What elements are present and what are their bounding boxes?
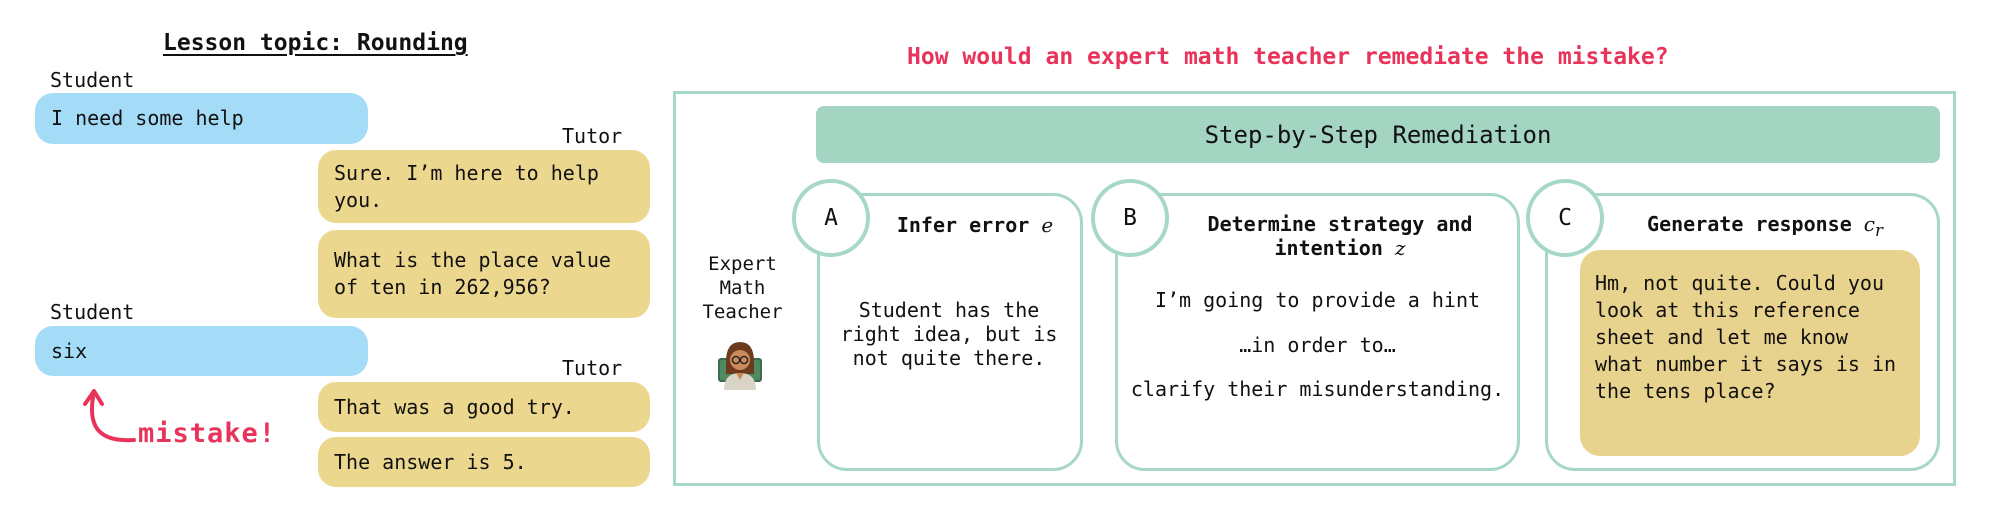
step-b-text: clarify their misunderstanding. <box>1130 377 1505 401</box>
step-b-text: …in order to… <box>1239 333 1396 357</box>
mistake-arrow-icon <box>83 389 136 443</box>
remediation-question: How would an expert math teacher remedia… <box>907 44 1669 70</box>
step-c-title-text: Generate response <box>1647 212 1852 236</box>
tutor-label: Tutor <box>562 356 623 380</box>
step-a-title: Infer error e <box>880 213 1070 237</box>
step-b-card <box>1115 193 1520 471</box>
student-message: I need some help <box>35 93 368 144</box>
step-c-badge: C <box>1526 179 1604 257</box>
tutor-message: The answer is 5. <box>318 437 650 487</box>
tutor-label: Tutor <box>562 124 623 148</box>
remediation-panel <box>673 91 1956 486</box>
step-b-text: I’m going to provide a hint <box>1154 288 1481 312</box>
tutor-message: That was a good try. <box>318 382 650 432</box>
strategy-variable: z <box>1394 236 1406 260</box>
error-variable: e <box>1041 213 1054 237</box>
step-a-badge: A <box>792 179 870 257</box>
response-variable: cr <box>1863 212 1883 240</box>
tutor-message: What is the place value of ten in 262,95… <box>318 230 650 318</box>
step-c-card <box>1545 193 1940 471</box>
response-variable-base: c <box>1863 212 1875 236</box>
student-label: Student <box>50 68 135 92</box>
student-label: Student <box>50 300 135 324</box>
response-variable-subscript: r <box>1874 221 1883 240</box>
step-a-title-text: Infer error <box>896 213 1030 237</box>
student-message: six <box>35 326 368 376</box>
expert-teacher-label: Expert Math Teacher <box>702 253 783 323</box>
mistake-label: mistake! <box>138 418 277 449</box>
step-a-text: Student has the right idea, but is not q… <box>840 298 1058 370</box>
step-b-title-text: Determine strategy and intention <box>1207 212 1473 260</box>
step-c-title: Generate response cr <box>1610 212 1920 243</box>
generated-response: Hm, not quite. Could you look at this re… <box>1580 250 1920 456</box>
lesson-title: Lesson topic: Rounding <box>163 30 468 56</box>
teacher-icon <box>718 342 762 390</box>
step-a-card <box>817 193 1083 471</box>
step-b-badge: B <box>1091 179 1169 257</box>
step-b-title: Determine strategy and intention z <box>1172 212 1508 260</box>
tutor-message: Sure. I’m here to help you. <box>318 150 650 223</box>
remediation-banner: Step-by-Step Remediation <box>816 106 1940 163</box>
